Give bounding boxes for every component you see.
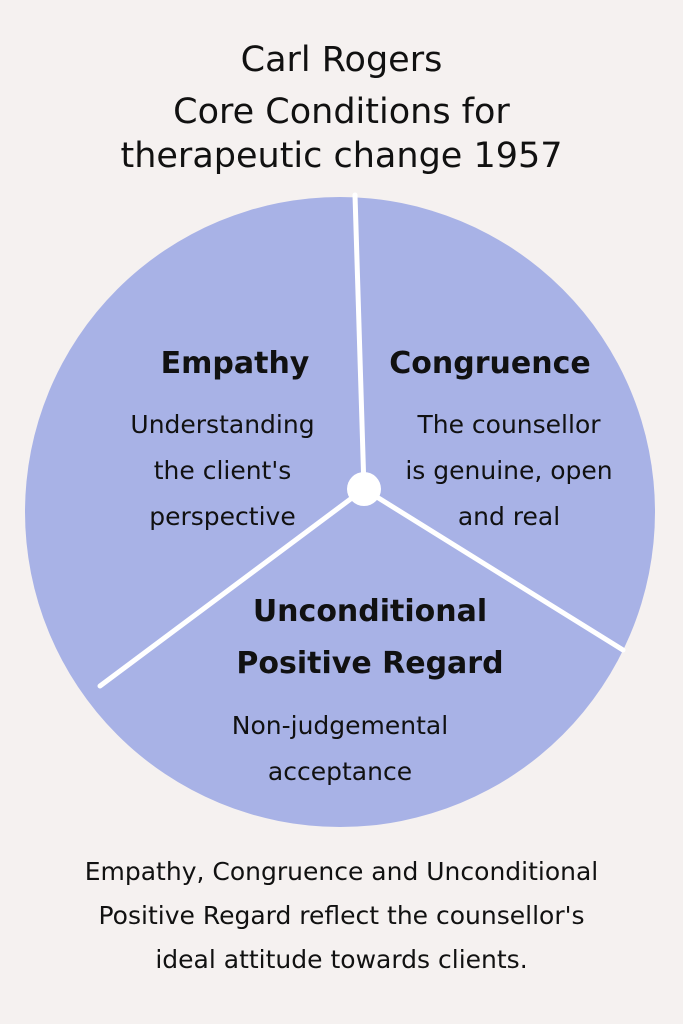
empathy-desc-line-2: the client's — [153, 456, 292, 485]
regard-heading-line-1: Unconditional — [252, 594, 488, 629]
core-conditions-circle — [25, 197, 655, 827]
congruence-desc-line-2: is genuine, open — [405, 456, 613, 485]
caption-line-3: ideal attitude towards clients. — [155, 945, 528, 974]
regard-heading-line-2: Positive Regard — [236, 646, 504, 681]
caption-line-1: Empathy, Congruence and Unconditional — [84, 857, 599, 886]
caption-line-2: Positive Regard reflect the counsellor's — [98, 901, 585, 930]
title-line-2: Core Conditions for — [173, 92, 510, 132]
divider-empathy-regard — [97, 486, 367, 689]
empathy-desc-line-3: perspective — [149, 502, 296, 531]
title-line-3: therapeutic change 1957 — [120, 136, 563, 176]
congruence-heading: Congruence — [389, 346, 591, 381]
center-hub — [347, 472, 381, 506]
congruence-desc-line-3: and real — [457, 502, 561, 531]
regard-desc-line-1: Non-judgemental — [231, 711, 449, 740]
divider-congruence-regard — [361, 486, 626, 653]
title-line-1: Carl Rogers — [240, 40, 443, 80]
congruence-desc-line-1: The counsellor — [417, 410, 601, 439]
empathy-desc-line-1: Understanding — [130, 410, 315, 439]
empathy-heading: Empathy — [160, 346, 310, 381]
divider-empathy-congruence — [352, 192, 367, 492]
regard-desc-line-2: acceptance — [267, 757, 413, 786]
